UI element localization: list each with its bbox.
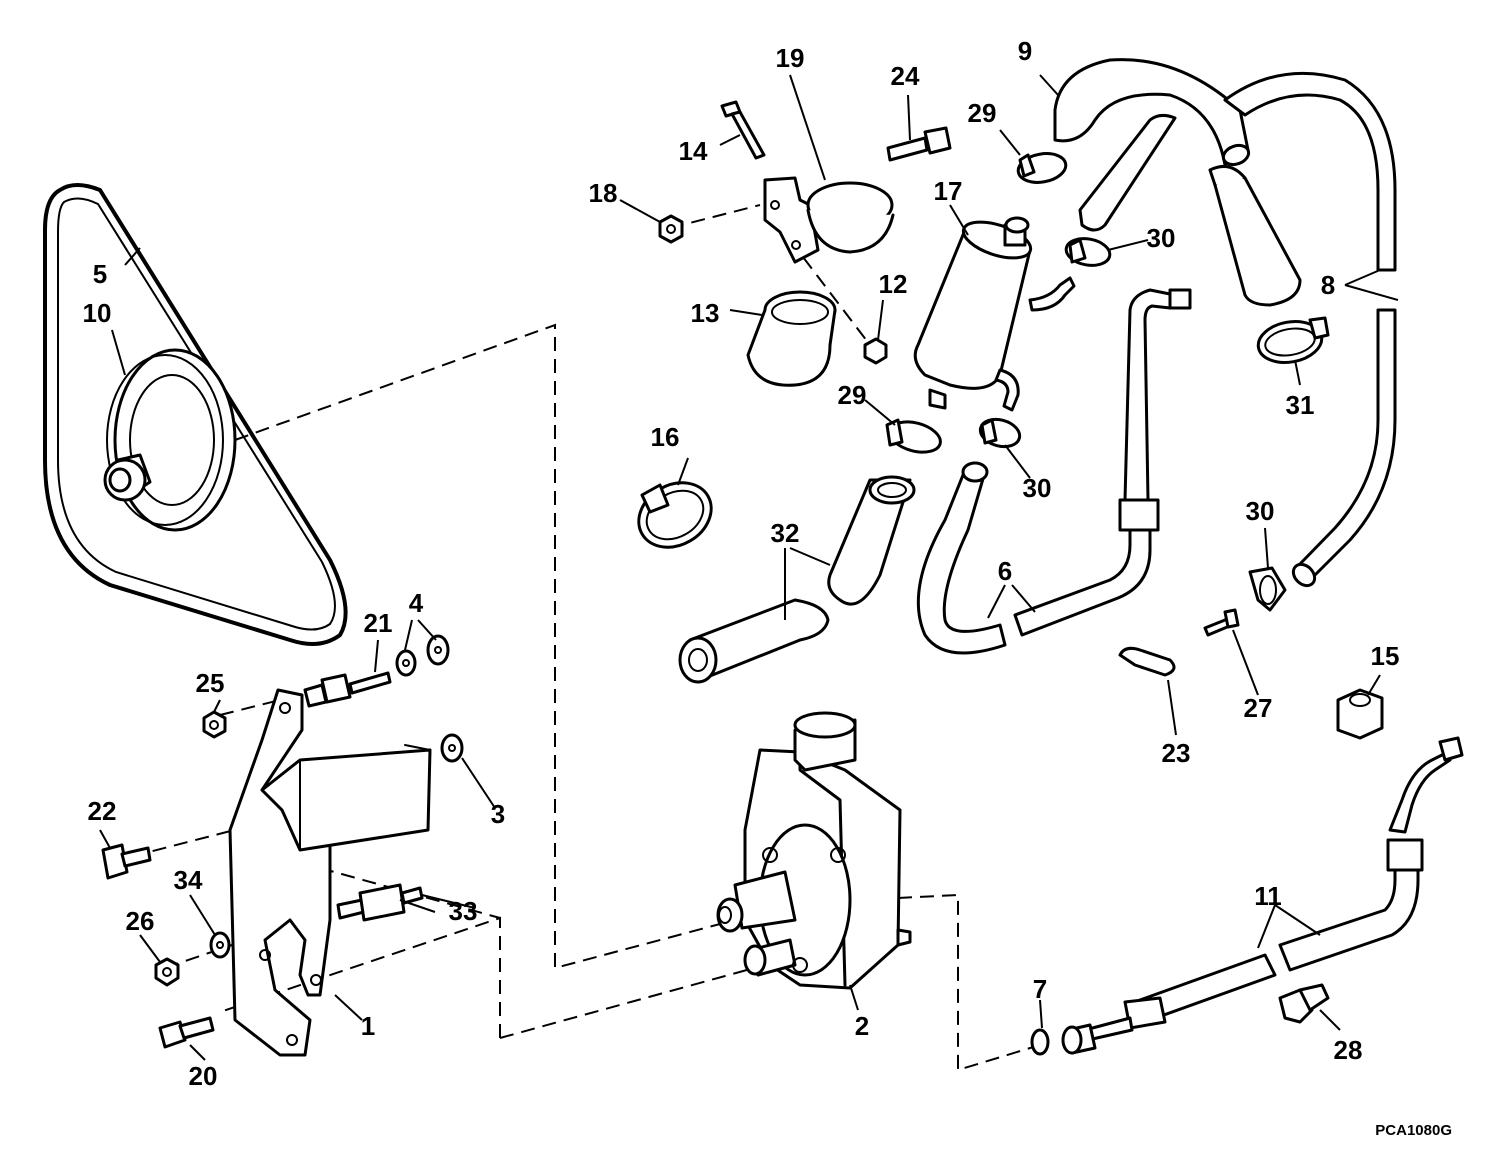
callout-34: 34 [174, 865, 203, 895]
callout-32: 32 [771, 518, 800, 548]
power-steering-pump-part-2 [716, 711, 912, 990]
callout-21: 21 [364, 608, 393, 638]
callout-6: 6 [998, 556, 1012, 586]
callout-31: 31 [1286, 390, 1315, 420]
hose-clamp-part-29-lower [885, 418, 942, 454]
hose-clamp-part-31 [1256, 316, 1330, 364]
drive-belt-part-5 [43, 183, 348, 646]
hose-part-32 [678, 475, 916, 684]
nut-part-25 [202, 710, 227, 739]
figure-code: PCA1080G [1375, 1122, 1452, 1139]
callout-8: 8 [1321, 270, 1335, 300]
callout-26: 26 [126, 906, 155, 936]
callout-30-middle: 30 [1023, 473, 1052, 503]
callout-27: 27 [1244, 693, 1273, 723]
bolt-part-14 [720, 100, 766, 160]
mounting-bracket-part-1 [228, 688, 432, 1057]
callout-19: 19 [776, 43, 805, 73]
sleeve-part-13 [746, 290, 837, 387]
nut-part-12 [863, 337, 888, 365]
callout-20: 20 [189, 1061, 218, 1091]
bolt-part-24 [886, 126, 952, 162]
clip-part-28 [1278, 983, 1330, 1024]
callout-29-lower: 29 [838, 380, 867, 410]
callout-1: 1 [361, 1011, 375, 1041]
hose-part-8 [1208, 71, 1397, 588]
callout-17: 17 [934, 176, 963, 206]
hose-clamp-part-30-upper [1064, 237, 1112, 267]
callout-11: 11 [1254, 881, 1282, 911]
callout-9: 9 [1018, 36, 1032, 66]
bolt-part-20 [158, 1016, 215, 1049]
hose-clamp-part-29-upper [1016, 152, 1068, 184]
spacer-stud-part-33 [336, 883, 424, 922]
washers-part-4 [395, 634, 450, 677]
washer-part-34 [209, 931, 231, 959]
callout-3: 3 [491, 799, 505, 829]
callout-16: 16 [651, 422, 680, 452]
bolt-part-22 [101, 843, 152, 880]
callout-13: 13 [691, 298, 720, 328]
callout-30-right: 30 [1246, 496, 1275, 526]
hose-clamp-part-16 [637, 481, 713, 549]
callout-18: 18 [589, 178, 618, 208]
filter-part-17 [913, 216, 1076, 412]
callout-5: 5 [93, 259, 107, 289]
callout-4: 4 [409, 588, 424, 618]
callout-28: 28 [1334, 1035, 1363, 1065]
callout-labels: 1 2 3 4 5 6 7 8 9 10 11 12 13 14 15 16 1… [83, 36, 1452, 1139]
hose-clamp-part-30-lower [978, 417, 1022, 449]
callout-33: 33 [449, 896, 478, 926]
nut-part-15 [1336, 688, 1384, 740]
callout-30-upper: 30 [1147, 223, 1176, 253]
screw-part-27 [1203, 608, 1240, 637]
callout-14: 14 [679, 136, 708, 166]
callout-29-upper: 29 [968, 98, 997, 128]
nut-part-18 [658, 214, 684, 244]
callout-12: 12 [879, 269, 908, 299]
hose-part-9 [1053, 58, 1251, 232]
leader-lines [99, 74, 1399, 1061]
hose-part-6 [916, 288, 1192, 655]
pulley-part-10 [103, 348, 237, 532]
hose-part-11 [1061, 736, 1464, 1055]
callout-7: 7 [1033, 974, 1047, 1004]
hose-clamp-part-30-right [1248, 566, 1287, 612]
washer-part-3 [440, 733, 464, 763]
callout-22: 22 [88, 796, 117, 826]
nut-part-26 [154, 957, 180, 987]
washer-part-7 [1030, 1028, 1050, 1056]
callout-15: 15 [1371, 641, 1400, 671]
clamp-bracket-part-19 [763, 176, 895, 264]
callout-23: 23 [1162, 738, 1191, 768]
stud-part-21 [303, 671, 392, 708]
callout-24: 24 [891, 61, 920, 91]
callout-25: 25 [196, 668, 225, 698]
callout-2: 2 [855, 1011, 869, 1041]
clip-part-23 [1118, 646, 1176, 677]
callout-10: 10 [83, 298, 112, 328]
